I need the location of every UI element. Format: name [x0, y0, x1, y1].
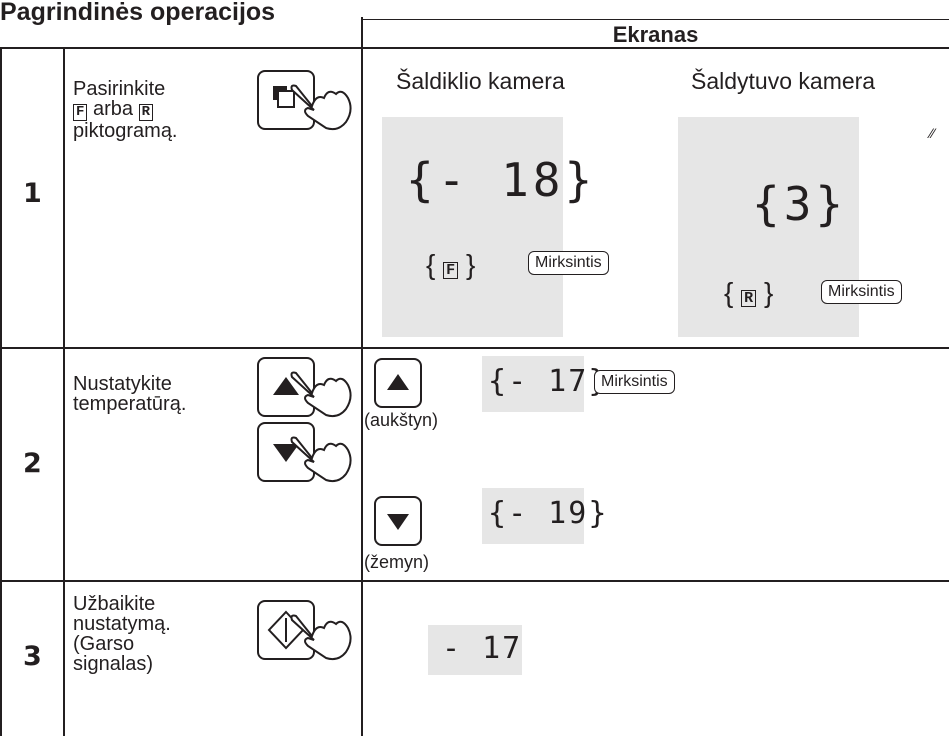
blink-mark: {: [724, 277, 734, 308]
row-number: 1: [23, 178, 42, 209]
row-instruction: Nustatykite temperatūrą.: [73, 374, 186, 414]
f-icon: F: [443, 262, 459, 279]
blink-callout: Mirksintis: [528, 251, 609, 275]
instruction-line: Užbaikite: [73, 593, 156, 615]
select-icon: [273, 86, 295, 108]
down-arrow-icon: [387, 514, 409, 530]
fridge-label: Šaldytuvo kamera: [691, 68, 876, 94]
up-button-illustration: [374, 358, 422, 408]
row-number: 2: [23, 448, 42, 479]
grid-line: [361, 17, 363, 736]
freezer-icon-blink: { F }: [426, 249, 475, 281]
f-icon: F: [73, 104, 88, 121]
grid-line: [63, 47, 65, 736]
up-caption: (aukštyn): [364, 410, 439, 430]
grid-line: [0, 47, 2, 736]
down-caption: (žemyn): [364, 552, 430, 572]
freezer-label: Šaldiklio kamera: [396, 68, 565, 94]
hand-pointer-icon: [290, 436, 352, 483]
down-button[interactable]: [254, 418, 354, 488]
grid-line: [0, 580, 949, 582]
freezer-temperature: {- 18}: [406, 153, 597, 207]
blink-mark: ⁄⁄: [930, 125, 935, 141]
screen-header-label: Ekranas: [612, 22, 699, 47]
select-button[interactable]: [254, 66, 354, 136]
up-result-display: {- 17}: [482, 356, 606, 412]
result-display: - 17: [428, 625, 522, 675]
blink-mark: }: [588, 496, 609, 531]
up-temperature: {- 17}: [488, 364, 608, 399]
instruction-line: F arba R: [73, 99, 178, 121]
blink-mark: {: [752, 177, 784, 231]
screen-header: Ekranas: [362, 19, 949, 48]
row-number: 3: [23, 641, 42, 672]
hand-pointer-icon: [290, 371, 352, 418]
blink-mark: {: [406, 153, 438, 207]
confirm-button[interactable]: [254, 596, 354, 666]
page-title: Pagrindinės operacijos: [0, 0, 276, 26]
instruction-line: nustatymą.: [73, 613, 171, 635]
row-instruction: Užbaikite nustatymą. (Garso signalas): [73, 594, 171, 674]
freezer-display: {- 18} { F }: [382, 117, 592, 337]
down-button-illustration: [374, 496, 422, 546]
instruction-line: piktogramą.: [73, 120, 178, 142]
down-arrow-icon: [273, 444, 299, 462]
up-arrow-icon: [387, 374, 409, 390]
instruction-line: temperatūrą.: [73, 393, 187, 415]
hand-pointer-icon: [290, 614, 352, 661]
r-icon: R: [741, 290, 757, 307]
fridge-icon-blink: { R }: [724, 277, 773, 309]
row-instruction: Pasirinkite F arba R piktogramą.: [73, 79, 178, 141]
instruction-line: Nustatykite: [73, 373, 172, 395]
r-icon: R: [138, 104, 153, 121]
blink-mark: }: [815, 177, 848, 231]
fridge-temperature: {3}: [752, 177, 848, 231]
down-temperature: {- 19}: [488, 496, 609, 531]
up-arrow-icon: [273, 377, 299, 395]
blink-mark: }: [763, 277, 774, 308]
instruction-line: signalas): [73, 653, 154, 675]
blink-mark: {: [426, 249, 436, 280]
instruction-line: Pasirinkite: [73, 78, 166, 100]
blink-mark: {: [488, 364, 509, 399]
up-button[interactable]: [254, 353, 354, 423]
blink-callout: Mirksintis: [821, 280, 902, 304]
grid-line: [0, 47, 949, 49]
blink-mark: {: [488, 496, 509, 531]
grid-line: [0, 347, 949, 349]
fridge-display: {3} { R }: [678, 117, 859, 337]
blink-mark: }: [564, 153, 597, 207]
instruction-line: (Garso: [73, 633, 135, 655]
result-temperature: - 17: [442, 631, 523, 666]
blink-mark: }: [465, 249, 476, 280]
hand-pointer-icon: [290, 84, 352, 131]
down-result-display: {- 19}: [482, 488, 606, 544]
blink-callout: Mirksintis: [594, 370, 675, 394]
